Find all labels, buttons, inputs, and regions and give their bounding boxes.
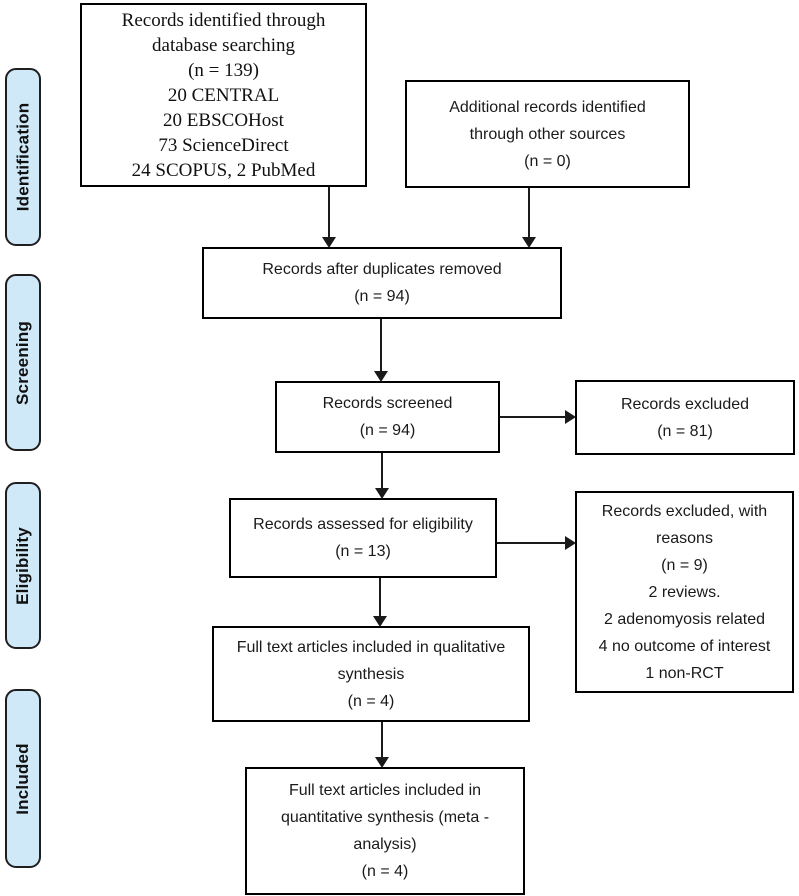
- text-line: synthesis: [337, 665, 405, 683]
- text-line: Records after duplicates removed: [262, 261, 502, 278]
- arrow-shaft: [380, 319, 382, 373]
- box-records-assessed-eligibility: Records assessed for eligibility (n = 13): [229, 498, 497, 578]
- text-line: 4 no outcome of interest: [598, 637, 771, 655]
- arrow-duplicates-to-screened: [374, 319, 388, 382]
- arrow-shaft: [328, 187, 330, 239]
- arrow-qualitative-to-quantitative: [375, 722, 389, 768]
- text-line: 24 SCOPUS, 2 PubMed: [131, 159, 316, 181]
- box-quantitative-synthesis: Full text articles included in quantitati…: [245, 767, 525, 895]
- arrow-head: [375, 488, 389, 499]
- box-records-excluded-with-reasons: Records excluded, with reasons (n = 9) 2 re…: [575, 491, 794, 693]
- arrow-head: [373, 616, 387, 627]
- text-line: (n = 13): [335, 543, 391, 560]
- arrow-shaft: [500, 416, 567, 418]
- text-line: quantitative synthesis (meta -: [280, 809, 490, 826]
- stage-label-text: Included: [13, 742, 32, 815]
- text-line: (n = 94): [359, 422, 416, 439]
- arrow-screened-to-excluded: [500, 410, 576, 424]
- arrow-head: [565, 410, 576, 424]
- arrow-head: [522, 237, 536, 248]
- arrow-assessed-to-qualitative: [373, 578, 387, 627]
- stage-label-text: Identification: [13, 102, 33, 212]
- text-line: 2 reviews.: [648, 583, 721, 601]
- arrow-head: [565, 536, 576, 550]
- text-line: Full text articles included in: [288, 782, 482, 799]
- box-records-after-duplicates-removed: Records after duplicates removed (n = 94): [202, 247, 562, 319]
- arrow-shaft: [381, 722, 383, 759]
- text-line: 20 CENTRAL: [167, 84, 280, 106]
- text-line: Records screened: [322, 395, 453, 412]
- text-line: Records excluded: [620, 395, 750, 413]
- text-line: Additional records identified: [449, 98, 646, 116]
- box-records-identified-database: Records identified through database searc…: [80, 3, 367, 187]
- box-records-screened: Records screened (n = 94): [275, 381, 500, 453]
- text-line: 2 adenomyosis related: [604, 610, 765, 628]
- text-line: database searching: [152, 34, 295, 56]
- stage-label-identification: Identification: [5, 68, 41, 246]
- arrow-other-sources-to-duplicates: [522, 188, 536, 248]
- text-line: Records identified through: [121, 9, 326, 31]
- text-line: Records assessed for eligibility: [253, 516, 473, 533]
- text-line: 20 EBSCOHost: [163, 109, 284, 131]
- arrow-shaft: [497, 542, 567, 544]
- text-line: 1 non-RCT: [645, 664, 724, 682]
- arrow-assessed-to-excluded-reasons: [497, 536, 576, 550]
- stage-label-eligibility: Eligibility: [5, 482, 41, 649]
- text-line: reasons: [656, 529, 713, 547]
- text-line: (n = 4): [347, 692, 395, 710]
- text-line: through other sources: [469, 125, 626, 143]
- arrow-head: [322, 237, 336, 248]
- stage-label-included: Included: [5, 689, 41, 868]
- arrow-shaft: [528, 188, 530, 239]
- text-line: (n = 0): [524, 152, 571, 170]
- text-line: analysis): [353, 836, 417, 853]
- arrow-screened-to-assessed: [375, 453, 389, 499]
- text-line: (n = 9): [661, 556, 708, 574]
- text-line: (n = 4): [361, 863, 409, 880]
- text-line: 73 ScienceDirect: [158, 134, 289, 156]
- text-line: (n = 139): [188, 59, 259, 81]
- text-line: (n = 94): [354, 288, 410, 305]
- text-line: Records excluded, with: [601, 502, 768, 520]
- arrow-shaft: [379, 578, 381, 618]
- text-line: (n = 81): [657, 422, 713, 440]
- text-line: Full text articles included in qualitati…: [236, 638, 506, 656]
- box-qualitative-synthesis: Full text articles included in qualitati…: [212, 626, 530, 722]
- stage-label-text: Eligibility: [13, 526, 33, 605]
- stage-label-text: Screening: [13, 320, 32, 405]
- arrow-head: [374, 371, 388, 382]
- stage-label-screening: Screening: [5, 274, 41, 451]
- box-additional-records-other-sources: Additional records identified through oth…: [405, 80, 690, 188]
- box-records-excluded: Records excluded (n = 81): [575, 380, 795, 455]
- arrow-database-to-duplicates: [322, 187, 336, 248]
- arrow-shaft: [381, 453, 383, 490]
- arrow-head: [375, 757, 389, 768]
